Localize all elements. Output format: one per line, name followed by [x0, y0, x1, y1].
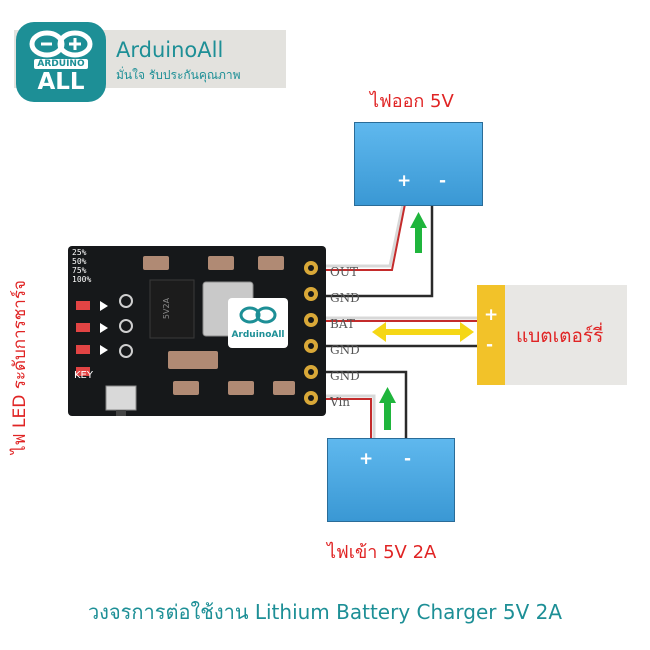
board-watermark-text: ArduinoAll: [231, 330, 285, 340]
infinity-icon: [29, 30, 93, 58]
pin-labels: OUT GND BAT GND GND Vin: [330, 259, 360, 415]
board-watermark-logo: ArduinoAll: [228, 298, 288, 348]
led-level-label: 25%: [72, 248, 87, 257]
led-level-label: 75%: [72, 266, 87, 275]
pin-label-gnd: GND: [330, 291, 360, 305]
battery-label: แบตเตอร์รี่: [516, 325, 604, 347]
pin-label-bat: BAT: [330, 317, 355, 331]
plus-terminal: +: [359, 449, 374, 469]
pin-label-out: OUT: [330, 265, 358, 279]
output-label: ไฟออก 5V: [370, 91, 454, 112]
key-label: KEY: [74, 370, 93, 381]
input-label: ไฟเข้า 5V 2A: [327, 542, 437, 563]
plus-terminal: +: [484, 305, 499, 325]
diagram-title: วงจรการต่อใช้งาน Lithium Battery Charger…: [87, 600, 563, 624]
brand-tagline: มั่นใจ รับประกันคุณภาพ: [116, 68, 241, 82]
pin-label-gnd: GND: [330, 369, 360, 383]
led-level-caption: ไฟ LED ระดับการชาร์จ: [4, 226, 34, 456]
charger-board: 25% 50% 75% 100% KEY 5V2A ArduinoAll OUT…: [68, 246, 360, 416]
input-terminal-box: + -: [327, 438, 455, 522]
plus-terminal: +: [397, 171, 412, 191]
double-arrow-icon-battery: [372, 322, 474, 342]
up-arrow-icon-output: [410, 212, 427, 253]
badge-subtext: ARDUINO: [34, 59, 88, 69]
output-terminal-box: + -: [354, 122, 483, 206]
led-level-caption-text: ไฟ LED ระดับการชาร์จ: [10, 280, 30, 454]
badge-text: ALL: [37, 69, 85, 95]
pin-label-gnd: GND: [330, 343, 360, 357]
minus-terminal: -: [486, 335, 494, 355]
minus-terminal: -: [439, 171, 447, 191]
pin-label-vin: Vin: [330, 395, 351, 409]
pin-pads: [304, 261, 318, 405]
led-level-label: 50%: [72, 257, 87, 266]
brand-name: ArduinoAll: [116, 38, 224, 62]
up-arrow-icon-input: [379, 387, 396, 430]
led-level-label: 100%: [72, 275, 92, 284]
board-graphic: [76, 256, 318, 416]
infinity-icon: [239, 306, 277, 324]
arduino-logo: ARDUINO: [16, 22, 106, 102]
battery-terminal-strip: + -: [477, 285, 505, 385]
minus-terminal: -: [404, 449, 412, 469]
